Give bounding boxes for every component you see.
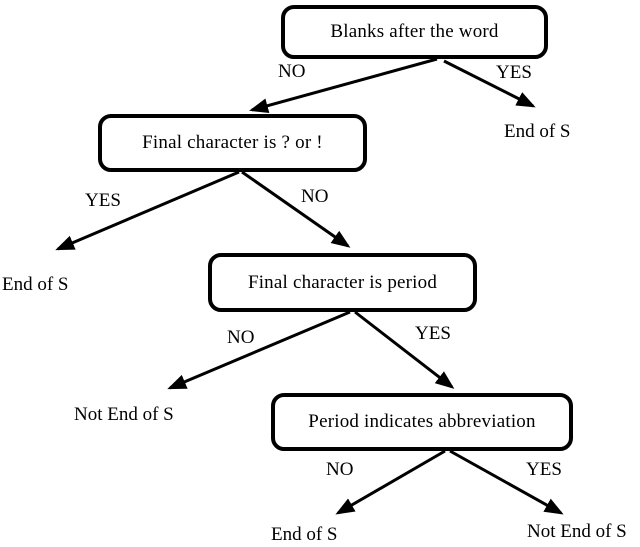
edge-n2-yes-to-end-of-s: [55, 170, 240, 251]
edge-n3-yes-to-n4: [354, 310, 455, 389]
edge-label-n2-no: NO: [301, 186, 329, 207]
decision-node-blanks-after-word: Blanks after the word: [281, 5, 548, 59]
decision-node-final-char-period: Final character is period: [208, 253, 477, 312]
leaf-not-end-of-s-left: Not End of S: [74, 404, 174, 425]
edge-n3-no-to-not-end-of-s: [167, 310, 351, 390]
edge-n1-yes-to-end-of-s: [443, 59, 536, 108]
edge-n4-yes-to-not-end-of-s: [449, 449, 564, 515]
edge-label-n4-yes: YES: [526, 459, 562, 480]
edge-n4-no-to-end-of-s: [335, 449, 446, 515]
decision-node-final-char-question-or-exclamation: Final character is ? or !: [98, 114, 367, 172]
leaf-end-of-s-right: End of S: [504, 121, 571, 142]
edge-label-n2-yes: YES: [85, 190, 121, 211]
decision-node-period-indicates-abbreviation: Period indicates abbreviation: [271, 393, 573, 451]
edge-label-n4-no: NO: [326, 459, 354, 480]
edge-label-n3-yes: YES: [415, 323, 451, 344]
leaf-end-of-s-bottom: End of S: [271, 524, 338, 545]
leaf-end-of-s-left: End of S: [2, 274, 69, 295]
edge-label-n1-yes: YES: [496, 62, 532, 83]
edge-label-n1-no: NO: [278, 61, 306, 82]
edge-label-n3-no: NO: [227, 327, 255, 348]
leaf-not-end-of-s-bottom: Not End of S: [527, 521, 627, 542]
edge-n2-no-to-n3: [241, 170, 351, 248]
edge-n1-no-to-n2: [249, 57, 438, 113]
